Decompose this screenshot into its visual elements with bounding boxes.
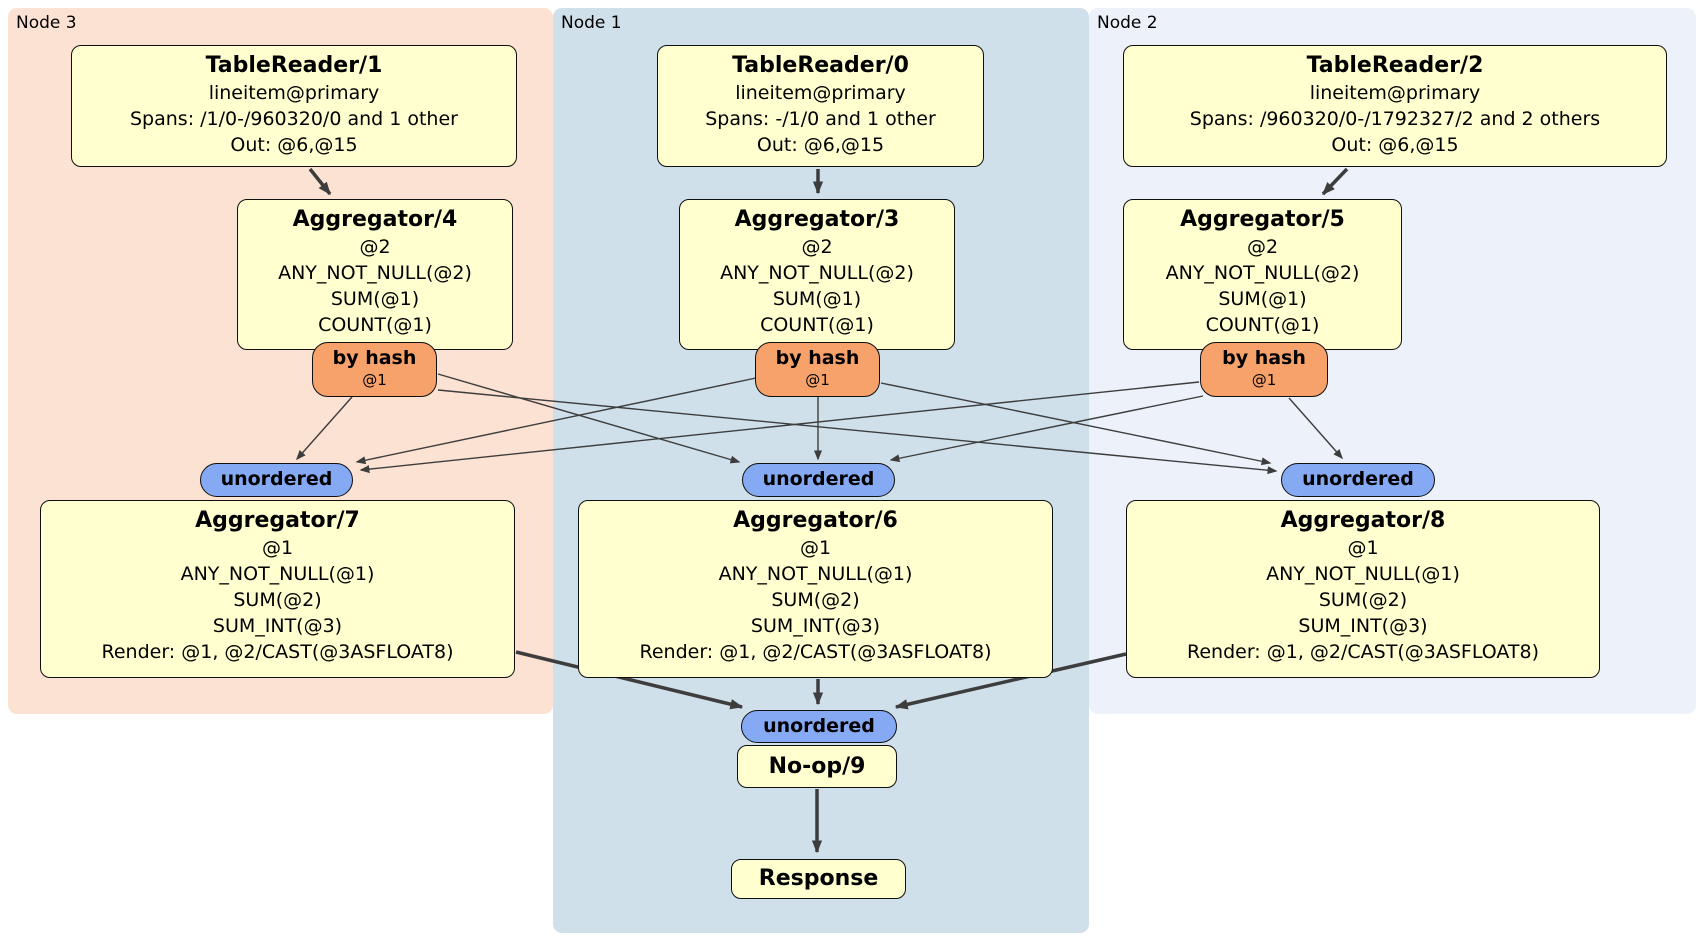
box-line: @1 [799,537,832,559]
box-line: Spans: /1/0-/960320/0 and 1 other [130,108,458,130]
box-line: ANY_NOT_NULL(@2) [720,262,914,284]
box-line: SUM(@1) [772,288,862,310]
box-line: SUM_INT(@3) [212,615,343,637]
edge-bh2-u1 [889,395,1204,463]
box-line: lineitem@primary [1309,82,1481,104]
box-line: Render: @1, @2/CAST(@3ASFLOAT8) [101,641,454,663]
hash-router-node3: by hash @1 [312,342,437,397]
box-line: SUM(@1) [330,288,420,310]
box-line: Out: @6,@15 [756,134,885,156]
box-line: COUNT(@1) [760,314,874,336]
box-title: No-op/9 [768,753,866,779]
box-line: SUM(@2) [233,589,322,611]
box-line: @2 [359,236,391,258]
aggregator-6-box: Aggregator/6 @1 ANY_NOT_NULL(@1) SUM(@2)… [578,500,1053,678]
edge-bh3-u3 [296,396,353,461]
box-line: Render: @1, @2/CAST(@3ASFLOAT8) [1187,641,1539,663]
box-title: Aggregator/3 [734,207,900,232]
box-line: @2 [1246,236,1279,258]
edge-tr2-agg5 [1321,167,1349,196]
tablereader-1-box: TableReader/1 lineitem@primary Spans: /1… [71,45,517,167]
box-line: ANY_NOT_NULL(@1) [718,563,913,585]
box-line: SUM(@2) [771,589,860,611]
box-line: SUM(@1) [1218,288,1307,310]
response-box: Response [731,859,906,899]
box-title: TableReader/1 [205,53,383,78]
unordered-sync-node2: unordered [1281,463,1435,497]
edge-bh1-u2 [880,382,1272,466]
edge-agg8-unordered [894,652,1127,710]
box-line: SUM_INT(@3) [750,615,881,637]
box-line: Out: @6,@15 [1331,134,1459,156]
edge-bh2-u2 [1288,397,1343,460]
tablereader-0-box: TableReader/0 lineitem@primary Spans: -/… [657,45,984,167]
box-line: SUM(@2) [1318,589,1408,611]
aggregator-5-box: Aggregator/5 @2 ANY_NOT_NULL(@2) SUM(@1)… [1123,199,1402,350]
box-line: @2 [801,236,833,258]
edge-bh1-u3 [355,377,757,465]
edge-bh3-u1 [437,373,741,464]
tablereader-2-box: TableReader/2 lineitem@primary Spans: /9… [1123,45,1667,167]
box-line: @1 [1347,537,1379,559]
node1-region-label: Node 1 [561,13,622,33]
noop-9-box: No-op/9 [737,745,897,788]
aggregator-8-box: Aggregator/8 @1 ANY_NOT_NULL(@1) SUM(@2)… [1126,500,1600,678]
box-line: Spans: -/1/0 and 1 other [705,108,936,130]
aggregator-4-box: Aggregator/4 @2 ANY_NOT_NULL(@2) SUM(@1)… [237,199,513,350]
aggregator-7-box: Aggregator/7 @1 ANY_NOT_NULL(@1) SUM(@2)… [40,500,515,678]
box-title: TableReader/0 [732,53,909,78]
box-line: Out: @6,@15 [230,134,358,156]
edge-bh2-u3 [359,381,1200,474]
box-title: Aggregator/7 [195,508,360,533]
box-line: Render: @1, @2/CAST(@3ASFLOAT8) [639,641,992,663]
node2-region-label: Node 2 [1097,13,1158,33]
router-label: by hash [332,347,417,369]
box-line: SUM_INT(@3) [1298,615,1428,637]
box-title: Aggregator/8 [1280,508,1446,533]
box-line: ANY_NOT_NULL(@2) [1165,262,1360,284]
box-line: ANY_NOT_NULL(@2) [278,262,472,284]
box-line: @1 [261,537,294,559]
box-line: Spans: /960320/0-/1792327/2 and 2 others [1189,108,1601,130]
edge-agg7-unordered [515,650,744,710]
node3-region-label: Node 3 [16,13,77,33]
edge-tr1-agg4 [308,167,332,196]
box-line: COUNT(@1) [1205,314,1320,336]
unordered-sync-node3: unordered [200,463,353,497]
router-detail: @1 [805,371,830,389]
edge-bh3-u2 [437,389,1278,475]
box-title: Aggregator/4 [292,207,458,232]
router-label: by hash [1222,347,1306,369]
box-title: Response [758,866,879,891]
box-title: TableReader/2 [1306,53,1484,78]
unordered-sync-final: unordered [741,710,897,743]
hash-router-node1: by hash @1 [755,342,880,397]
hash-router-node2: by hash @1 [1200,342,1328,397]
aggregator-3-box: Aggregator/3 @2 ANY_NOT_NULL(@2) SUM(@1)… [679,199,955,350]
box-line: lineitem@primary [735,82,906,104]
router-detail: @1 [362,371,387,389]
box-line: lineitem@primary [208,82,380,104]
unordered-sync-node1: unordered [742,463,895,497]
box-title: Aggregator/6 [733,508,898,533]
router-detail: @1 [1251,371,1277,389]
box-line: COUNT(@1) [318,314,432,336]
router-label: by hash [775,347,860,369]
box-title: Aggregator/5 [1180,207,1345,232]
box-line: ANY_NOT_NULL(@1) [1266,563,1460,585]
box-line: ANY_NOT_NULL(@1) [180,563,375,585]
